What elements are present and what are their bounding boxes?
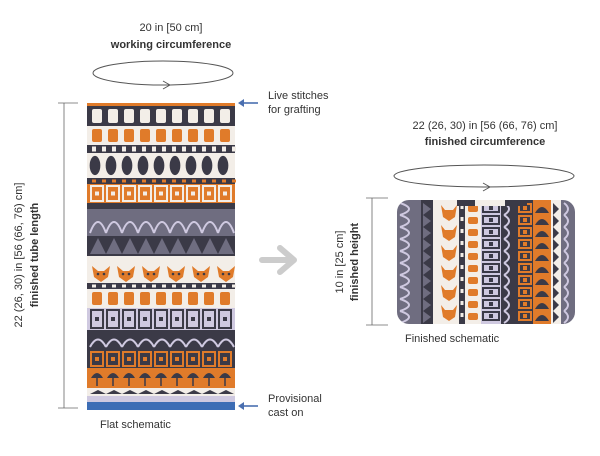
finished-circumference-label: finished circumference: [424, 136, 546, 148]
finished-height-value: 10 in [25 cm]: [334, 230, 346, 294]
flat-circumference-loop: [92, 60, 234, 90]
flat-band: [87, 402, 235, 410]
finished-stripe: [561, 200, 575, 324]
flat-band: [87, 256, 235, 264]
flat-band: [87, 283, 235, 289]
flat-length-value: 22 (26, 30) in [56 (66, 76) cm]: [13, 182, 25, 328]
finished-circumference-loop: [393, 164, 575, 192]
flat-band: [87, 178, 235, 184]
finished-stripe: [459, 200, 465, 324]
finished-stripe: [517, 200, 533, 324]
finished-tube-panel: [397, 200, 575, 324]
finished-schematic-caption: Finished schematic: [405, 333, 500, 345]
finished-height-dimension: [366, 197, 388, 326]
transform-arrow-icon: [259, 245, 297, 275]
flat-band: [87, 203, 235, 209]
flat-schematic-caption: Flat schematic: [100, 419, 171, 431]
flat-length-label: finished tube length: [29, 202, 41, 308]
finished-circumference-value: 22 (26, 30) in [56 (66, 76) cm]: [412, 120, 558, 132]
finished-stripe: [551, 200, 561, 324]
finished-height-label: finished height: [349, 222, 361, 302]
flat-length-dimension: [58, 102, 78, 409]
flat-band: [87, 396, 235, 402]
finished-stripe: [433, 200, 439, 324]
flat-circumference-label: working circumference: [110, 39, 232, 51]
finished-stripe: [481, 200, 501, 324]
live-stitches-arrow: [238, 99, 258, 107]
finished-stripe: [501, 200, 517, 324]
flat-tube-panel: [87, 103, 236, 410]
finished-stripe: [533, 200, 551, 324]
flat-circumference-value: 20 in [50 cm]: [139, 22, 203, 34]
flat-band: [87, 103, 235, 106]
flat-band: [87, 145, 235, 153]
provisional-cast-on-arrow: [238, 402, 258, 410]
